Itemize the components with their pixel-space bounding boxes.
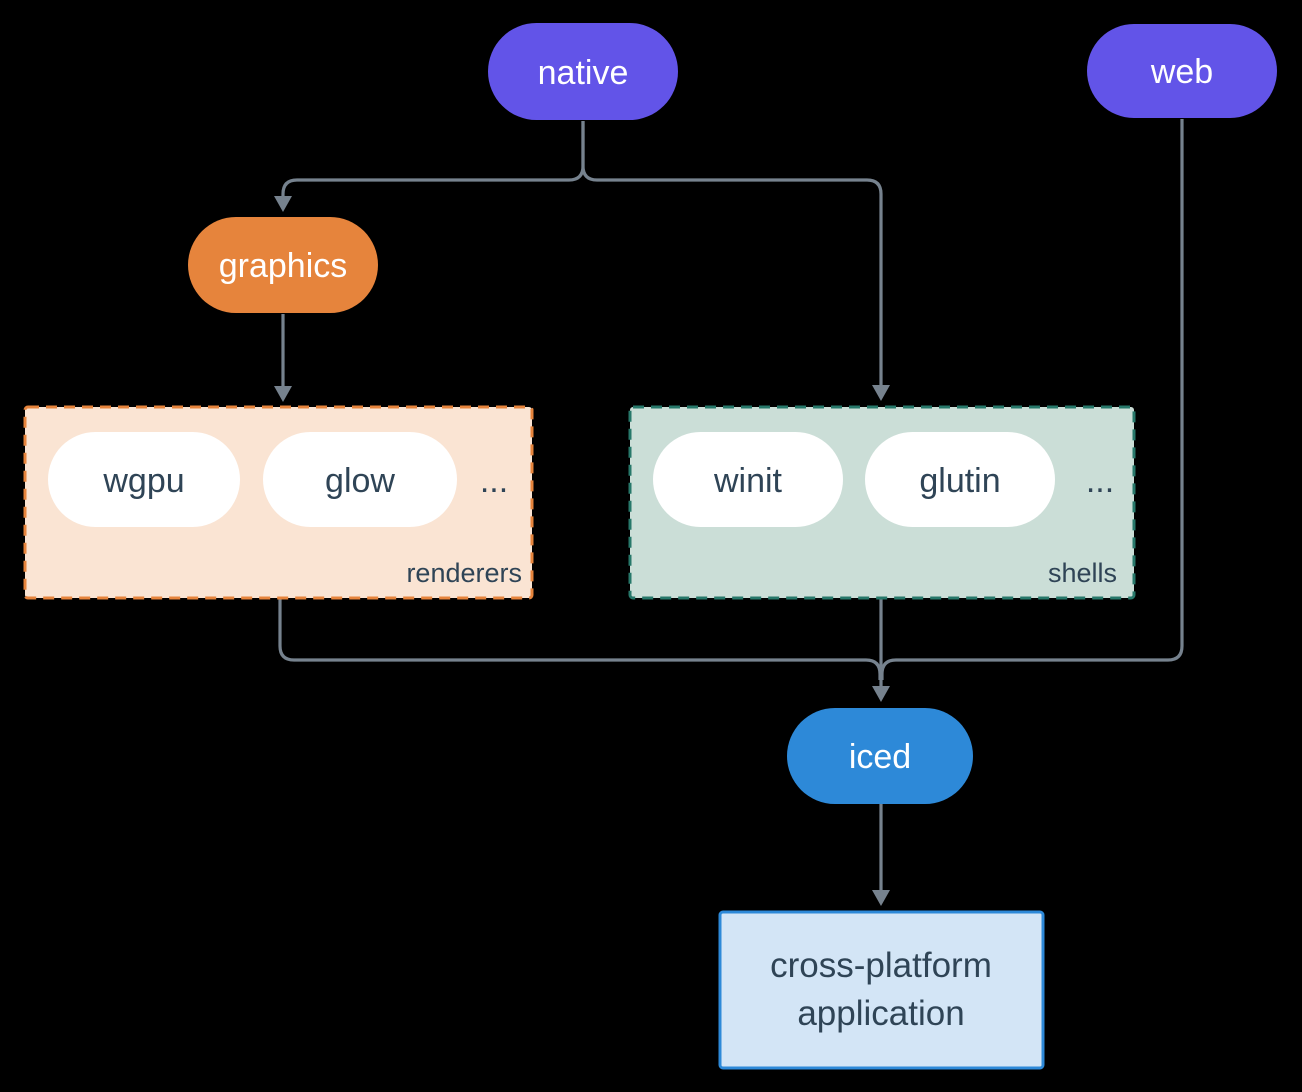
application-box [718, 910, 1045, 1070]
wgpu-pill [48, 432, 240, 527]
shells-group-label: shells [1048, 558, 1117, 588]
application-label-line1: cross-platform [770, 946, 992, 985]
renderers-group-label: renderers [406, 558, 522, 588]
iced-node-pill [787, 708, 973, 804]
arrowhead-into-renderers [274, 386, 292, 402]
winit-pill [653, 432, 843, 527]
arrowhead-into-application [872, 890, 890, 906]
native-node-label: native [538, 54, 629, 92]
winit-label: winit [713, 462, 783, 500]
glutin-pill [865, 432, 1055, 527]
glutin-label: glutin [919, 462, 1000, 500]
glow-pill [263, 432, 457, 527]
graphics-node-pill [188, 217, 378, 313]
native-node-pill [488, 23, 678, 120]
web-node-label: web [1150, 53, 1213, 91]
arrowhead-into-shells [872, 385, 890, 401]
edge-native-to-graphics [281, 121, 585, 198]
renderers-ellipsis: ... [480, 462, 508, 500]
shells-ellipsis: ... [1086, 462, 1114, 500]
edges [278, 119, 1184, 891]
edge-web-to-iced [880, 119, 1184, 680]
arrowheads [274, 196, 890, 906]
web-node-pill [1087, 24, 1277, 118]
graphics-node-label: graphics [219, 247, 348, 285]
application-label-line2: application [797, 994, 964, 1033]
arrowhead-into-iced [872, 686, 890, 702]
edge-renderers-to-iced [278, 599, 882, 680]
iced-node-label: iced [849, 738, 911, 776]
edge-native-to-shells [581, 121, 883, 385]
glow-label: glow [325, 462, 395, 500]
arrowhead-into-graphics [274, 196, 292, 212]
wgpu-label: wgpu [102, 462, 184, 500]
